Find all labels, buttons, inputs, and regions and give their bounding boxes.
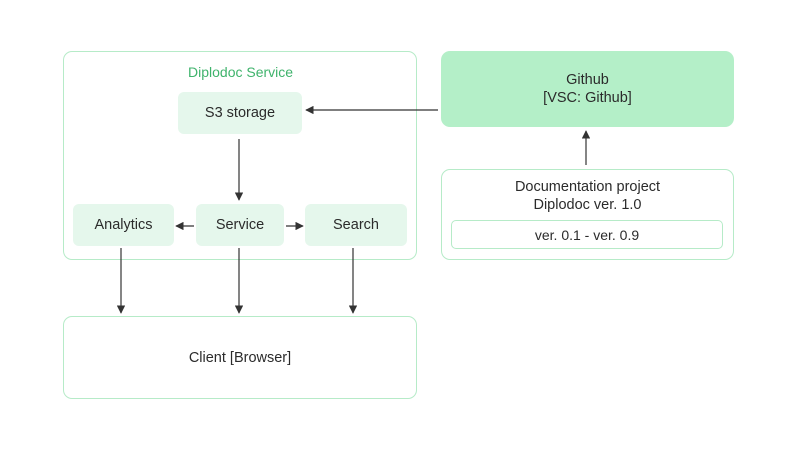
github-title: Github [566, 72, 609, 88]
analytics-node: Analytics [73, 204, 174, 246]
client-browser-node: Client [Browser] [63, 316, 417, 399]
search-node: Search [305, 204, 407, 246]
service-node: Service [196, 204, 284, 246]
documentation-project-node: Documentation project Diplodoc ver. 1.0 … [441, 169, 734, 260]
s3-storage-node: S3 storage [178, 92, 302, 134]
diplodoc-service-title: Diplodoc Service [188, 64, 294, 80]
documentation-project-version: Diplodoc ver. 1.0 [533, 197, 642, 213]
github-subtitle: [VSC: Github] [543, 90, 632, 106]
github-node: Github [VSC: Github] [441, 51, 734, 127]
version-range-box: ver. 0.1 - ver. 0.9 [451, 220, 723, 249]
documentation-project-title: Documentation project [514, 179, 661, 195]
